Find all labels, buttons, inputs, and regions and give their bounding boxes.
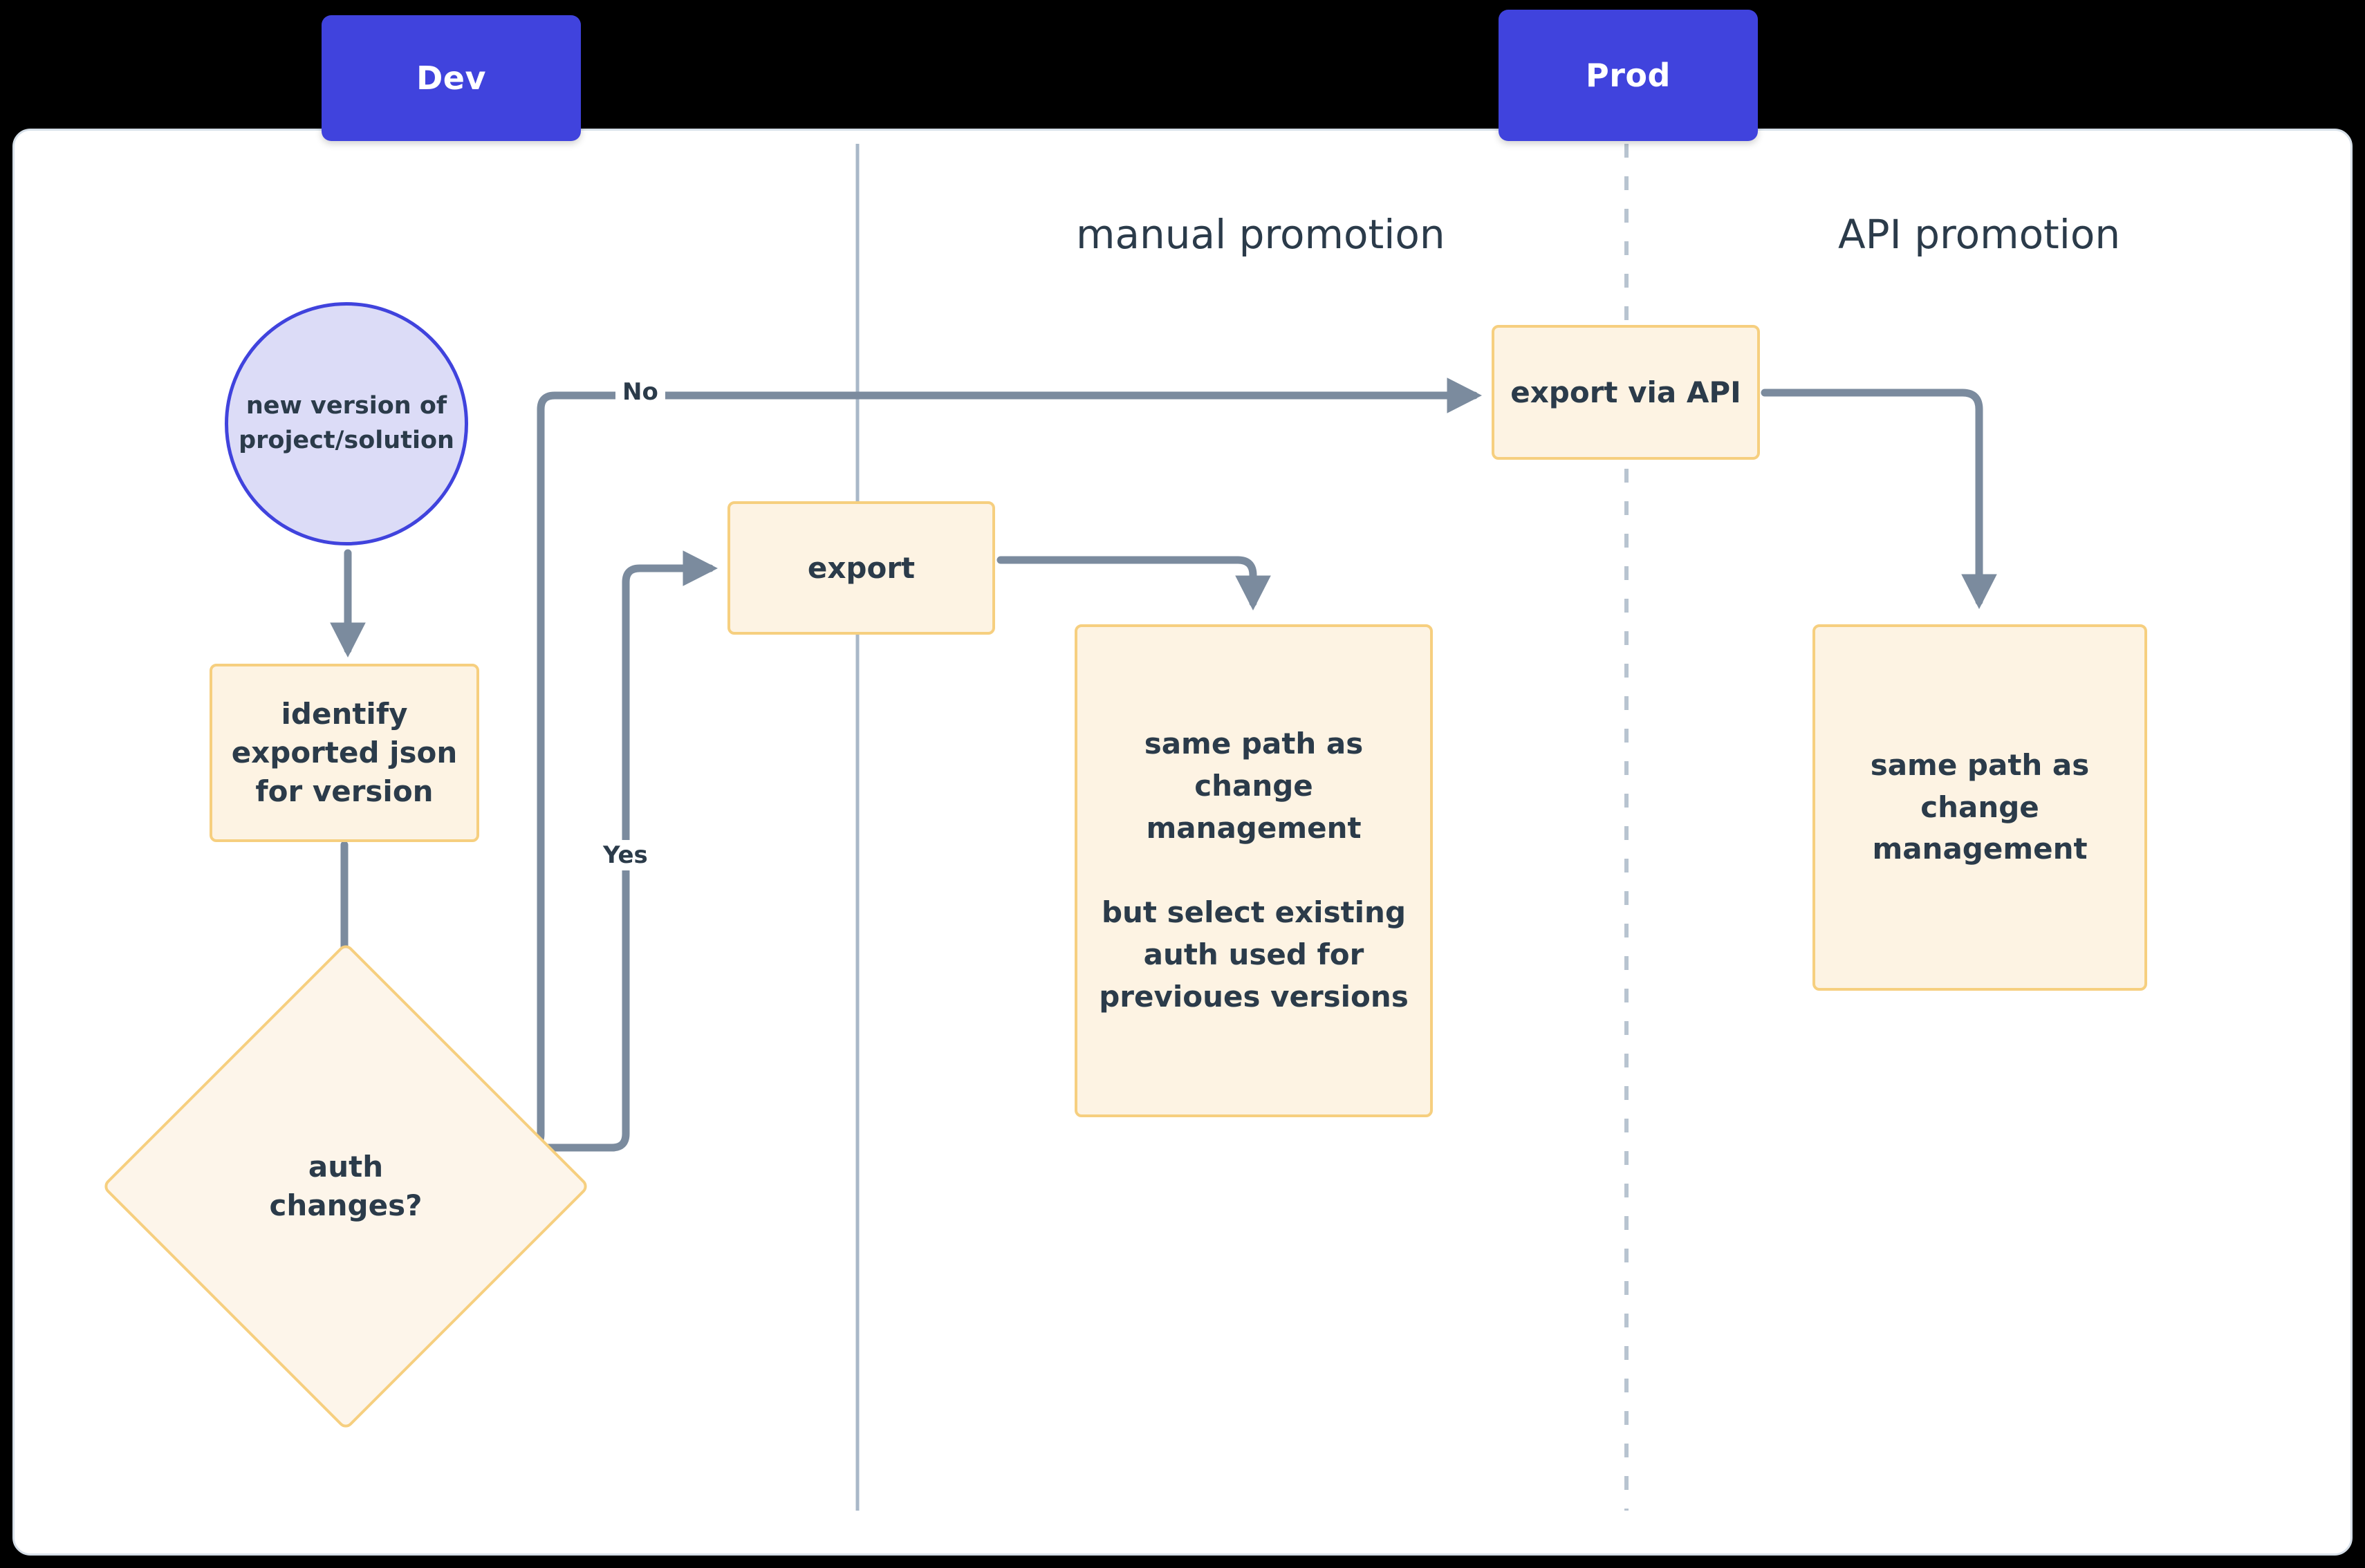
diamond-text-wrap: auth changes? bbox=[173, 1014, 519, 1359]
edge-label-yes: Yes bbox=[596, 840, 655, 870]
edge-exportapi-to-api-detail bbox=[1761, 389, 1997, 610]
lane-tab-dev-label: Dev bbox=[416, 59, 486, 97]
edge-export-to-manual-detail bbox=[996, 556, 1271, 611]
node-new-version[interactable]: new version of project/solution bbox=[225, 302, 468, 545]
lane-tab-prod[interactable]: Prod bbox=[1499, 10, 1758, 141]
node-api-promotion-detail[interactable]: same path as change management bbox=[1812, 624, 2147, 991]
node-export[interactable]: export bbox=[727, 501, 995, 635]
node-export-label: export bbox=[807, 550, 916, 585]
lane-tab-dev[interactable]: Dev bbox=[322, 15, 581, 141]
column-header-api-promotion: API promotion bbox=[1838, 211, 2121, 258]
node-api-promotion-detail-label: same path as change management bbox=[1870, 747, 2090, 866]
lane-tab-prod-label: Prod bbox=[1586, 57, 1671, 94]
node-manual-promotion-detail-label: same path as change management but selec… bbox=[1099, 727, 1409, 1014]
node-identify-exported-json[interactable]: identify exported json for version bbox=[210, 664, 479, 842]
column-header-manual-promotion: manual promotion bbox=[1076, 211, 1445, 258]
node-export-via-api[interactable]: export via API bbox=[1492, 325, 1760, 460]
node-manual-promotion-detail[interactable]: same path as change management but selec… bbox=[1075, 624, 1433, 1117]
node-identify-label: identify exported json for version bbox=[231, 697, 458, 808]
node-auth-changes-decision[interactable]: auth changes? bbox=[101, 942, 591, 1431]
edge-label-no: No bbox=[615, 377, 665, 407]
node-new-version-label: new version of project/solution bbox=[239, 392, 454, 454]
node-auth-changes-label: auth changes? bbox=[269, 1150, 423, 1222]
node-export-via-api-label: export via API bbox=[1510, 375, 1741, 409]
